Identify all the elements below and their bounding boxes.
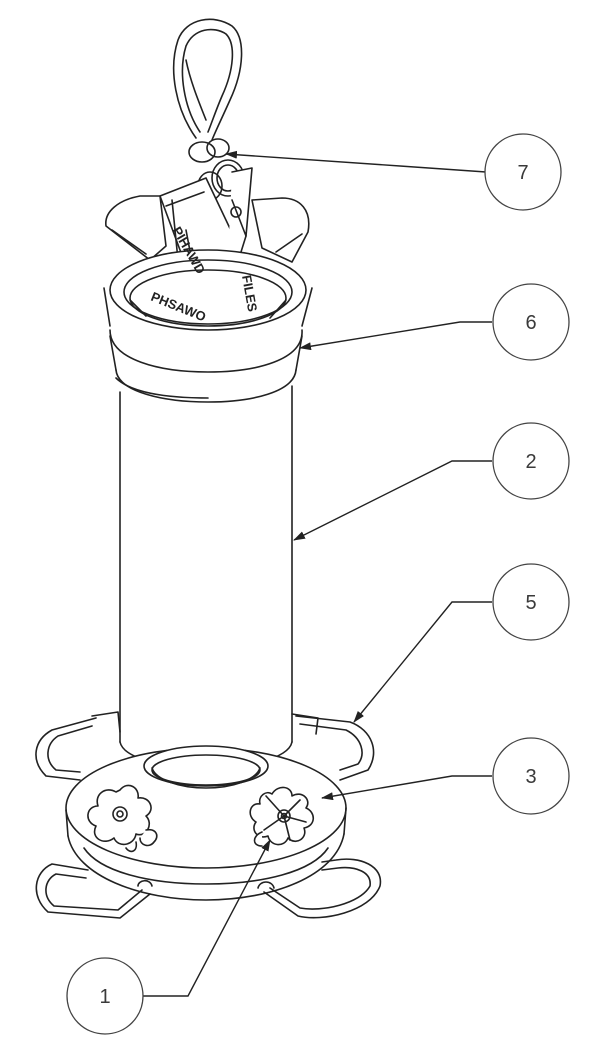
callout-1: 1 [66,957,144,1035]
reservoir-tube [119,385,293,769]
callout-5: 5 [492,563,570,641]
callout-3: 3 [492,737,570,815]
callout-number: 2 [525,451,536,473]
callout-6: 6 [492,283,570,361]
leader-lines [142,150,492,997]
callout-number: 3 [525,766,536,788]
leader-6 [299,321,492,351]
lid-side-text: FILES [239,274,260,313]
top-cap [103,195,313,403]
carabiner-hook [172,18,243,141]
callout-7: 7 [484,133,562,211]
perch-ring [35,711,382,919]
callout-number: 5 [525,592,536,614]
leader-1 [142,839,271,997]
flower-port-left [87,784,158,853]
flower-port-right [249,786,315,847]
callout-number: 6 [525,312,536,334]
callout-balloons: 7 6 2 5 3 1 [66,133,570,1035]
leader-3 [321,775,492,801]
leader-2 [293,460,492,541]
callout-2: 2 [492,422,570,500]
leader-7 [225,150,487,173]
callout-number: 1 [99,986,110,1008]
leader-5 [353,601,492,723]
feeder-illustration [35,18,382,919]
callout-number: 7 [517,162,528,184]
